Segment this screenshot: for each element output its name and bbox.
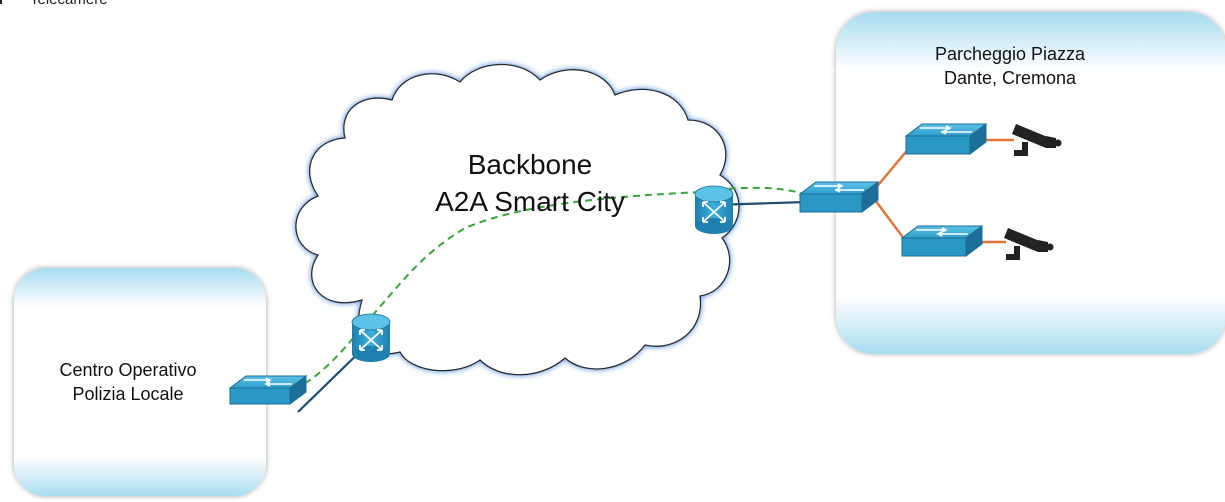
switch-centro-operativo xyxy=(228,375,308,405)
site-label-line2: Dante, Cremona xyxy=(943,68,1077,88)
legend-label: Telecamere xyxy=(30,0,108,8)
site-box-centro-operativo xyxy=(14,268,266,496)
camera-icon xyxy=(1004,228,1054,260)
legend-camera-icon xyxy=(0,0,2,4)
link-main-to-switch-top xyxy=(873,146,911,191)
backbone-label: Backbone A2A Smart City xyxy=(365,146,695,220)
router-right xyxy=(694,185,734,234)
router-left xyxy=(351,313,391,362)
switch-access-top xyxy=(904,123,988,155)
camera-icon xyxy=(1012,124,1062,156)
site-label-line2: Polizia Locale xyxy=(72,384,184,404)
backbone-cloud xyxy=(295,63,740,376)
backbone-label-line1: Backbone xyxy=(467,149,593,180)
site-label-centro-operativo: Centro Operativo Polizia Locale xyxy=(28,358,228,406)
site-box-parcheggio xyxy=(836,12,1225,354)
backbone-label-line2: A2A Smart City xyxy=(435,186,625,217)
site-label-line1: Parcheggio Piazza xyxy=(934,44,1086,64)
link-main-to-switch-bottom xyxy=(871,195,909,245)
site-label-line1: Centro Operativo xyxy=(59,360,197,380)
legend: Telecamere xyxy=(0,0,108,8)
switch-access-bottom xyxy=(900,225,984,257)
switch-parcheggio-main xyxy=(798,181,880,213)
site-label-parcheggio: Parcheggio Piazza Dante, Cremona xyxy=(890,42,1130,90)
